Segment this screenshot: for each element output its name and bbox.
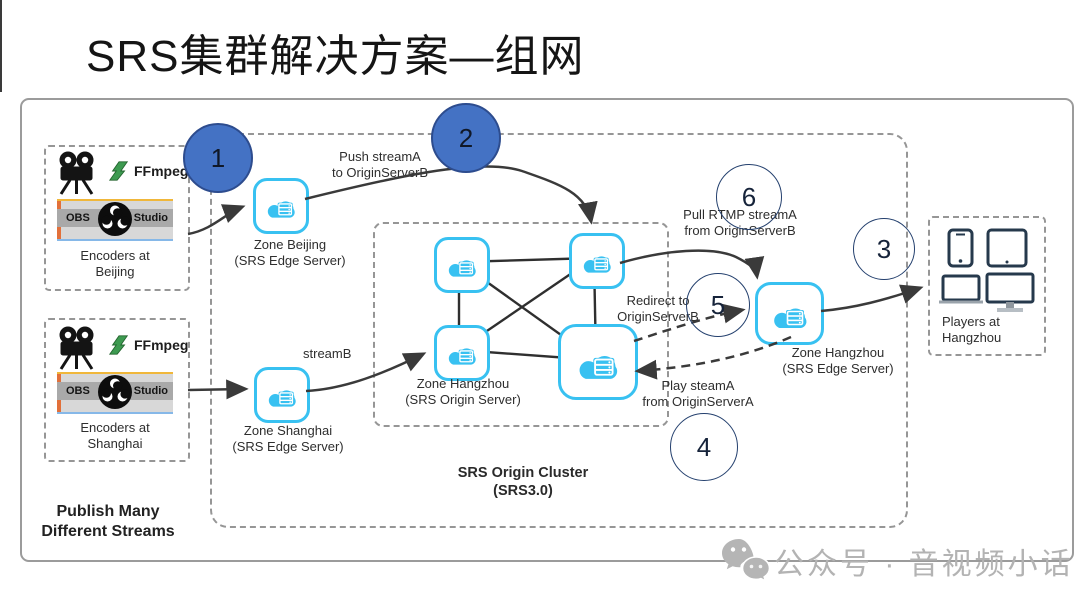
shanghai-edge-server-icon	[254, 367, 310, 423]
slide-edge-line	[0, 0, 2, 92]
watermark-text: 公众号 · 音视频小话	[774, 548, 1074, 581]
publish-streams-note: Publish Many Different Streams	[41, 503, 175, 540]
obs-logo-icon	[98, 375, 132, 409]
obs-studio-banner: OBS Studio	[57, 199, 173, 241]
ffmpeg-logo: FFmpeg	[108, 160, 188, 182]
zone-hangzhou-origin-label: Zone Hangzhou (SRS Origin Server)	[405, 376, 521, 407]
monitor-icon	[985, 272, 1035, 312]
ffmpeg-icon	[108, 161, 129, 181]
origin-server-big-icon	[558, 324, 638, 400]
step-2-badge: 2	[431, 103, 501, 173]
ffmpeg-label: FFmpeg	[134, 337, 189, 353]
step-6-badge: 6	[716, 164, 782, 230]
players-label: Players at Hangzhou	[942, 314, 1002, 345]
push-streama-label: Push streamA to OriginServerB	[331, 149, 429, 180]
tablet-icon	[986, 228, 1028, 268]
phone-icon	[947, 228, 974, 268]
srs-cluster-zone-box	[210, 133, 908, 528]
origin-server-a1-icon	[434, 237, 490, 293]
obs-label: OBS	[66, 385, 90, 397]
wechat-icon	[722, 539, 770, 583]
step-1-badge: 1	[183, 123, 253, 193]
diagram-frame	[20, 98, 1074, 562]
ffmpeg-icon	[108, 335, 129, 355]
beijing-edge-server-icon	[253, 178, 309, 234]
obs-studio-label: Studio	[133, 385, 168, 397]
origin-server-b-icon	[569, 233, 625, 289]
zone-shanghai-label: Zone Shanghai (SRS Edge Server)	[232, 423, 344, 454]
laptop-icon	[939, 274, 983, 304]
obs-logo-icon	[98, 202, 132, 236]
streamb-label: streamB	[303, 346, 352, 361]
step-4-badge: 4	[670, 413, 738, 481]
obs-studio-banner: OBS Studio	[57, 372, 173, 414]
hangzhou-edge-server-icon	[755, 282, 824, 345]
obs-label: OBS	[66, 212, 90, 224]
origin-cluster-title: SRS Origin Cluster (SRS3.0)	[457, 465, 589, 499]
zone-hangzhou-edge-label: Zone Hangzhou (SRS Edge Server)	[782, 345, 894, 376]
step-5-badge: 5	[686, 273, 750, 337]
page-title: SRS集群解决方案—组网	[86, 32, 585, 81]
ffmpeg-label: FFmpeg	[134, 163, 189, 179]
play-steama-label: Play steamA from OriginServerA	[642, 378, 754, 409]
ffmpeg-logo: FFmpeg	[108, 334, 188, 356]
encoders-beijing-label: Encoders at Beijing	[80, 248, 150, 279]
encoders-shanghai-label: Encoders at Shanghai	[80, 420, 150, 451]
step-3-badge: 3	[853, 218, 915, 280]
zone-beijing-label: Zone Beijing (SRS Edge Server)	[234, 237, 346, 268]
obs-studio-label: Studio	[133, 212, 168, 224]
origin-server-a2-icon	[434, 325, 490, 381]
video-camera-icon	[59, 151, 94, 195]
video-camera-icon	[59, 326, 94, 370]
players-box	[928, 216, 1046, 356]
